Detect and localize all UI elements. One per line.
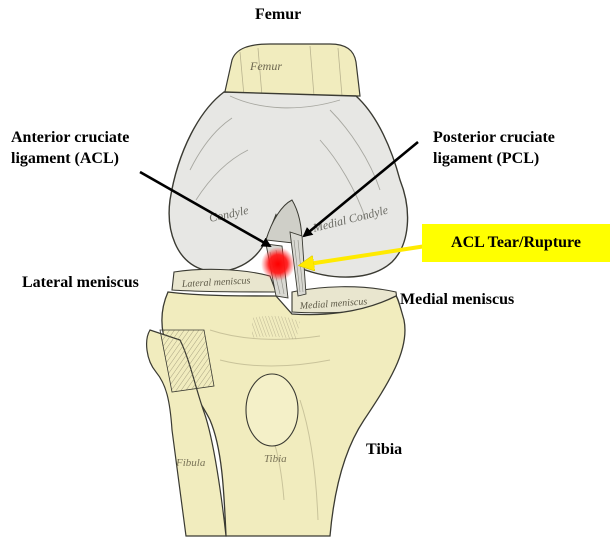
tibial-tuberosity	[246, 374, 298, 446]
medial-meniscus-label: Medial meniscus	[400, 290, 514, 310]
tear-callout: ACL Tear/Rupture	[422, 224, 610, 262]
femur-bone: Femur	[224, 44, 360, 96]
fibula-engraved-label: Fibula	[175, 457, 206, 469]
acl-label-line2: ligament (ACL)	[11, 149, 119, 169]
pcl-label-line1: Posterior cruciate	[433, 128, 555, 148]
femoral-condyles: Condyle Medial Condyle	[169, 92, 407, 277]
femur-engraved-label: Femur	[249, 59, 282, 73]
lateral-meniscus-label: Lateral meniscus	[22, 273, 139, 293]
acl-tear-highlight	[261, 247, 295, 281]
pcl-label-line2: ligament (PCL)	[433, 149, 539, 169]
tibia-label: Tibia	[366, 440, 402, 460]
acl-label-line1: Anterior cruciate	[11, 128, 129, 148]
tear-label: ACL Tear/Rupture	[451, 233, 581, 253]
tibia-engraved-label: Tibia	[264, 453, 287, 465]
femur-label: Femur	[255, 5, 301, 25]
